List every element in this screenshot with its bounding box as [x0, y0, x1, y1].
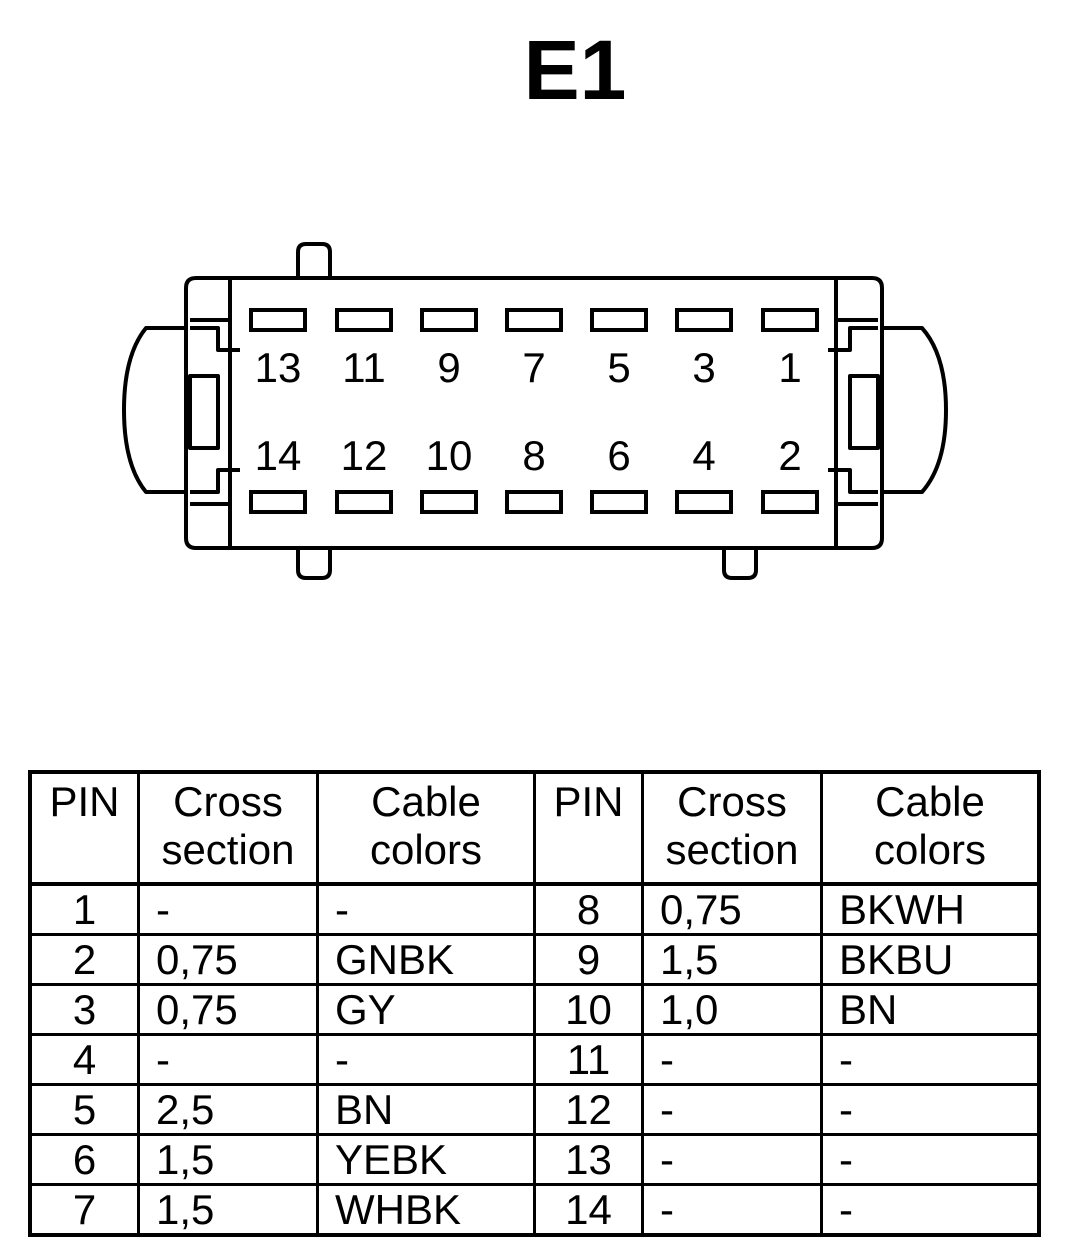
cable-color-cell: GNBK — [316, 933, 536, 986]
top-pin-labels: 13 11 9 7 5 3 1 — [255, 344, 802, 391]
pin-cell: 10 — [533, 983, 644, 1036]
header-pin: PIN — [533, 770, 644, 886]
pin-cell: 3 — [28, 983, 140, 1036]
contact-slot — [249, 308, 307, 332]
cross-section-cell: 2,5 — [137, 1083, 319, 1136]
cross-section-cell: 0,75 — [641, 882, 823, 936]
pin-cell: 11 — [533, 1033, 644, 1086]
pin-number-label: 5 — [607, 344, 630, 391]
connector-diagram: 13 11 9 7 5 3 1 14 12 10 8 6 4 2 — [122, 242, 948, 580]
cable-color-cell: - — [316, 1033, 536, 1086]
cable-color-cell: - — [820, 1183, 1041, 1237]
bottom-pin-labels: 14 12 10 8 6 4 2 — [255, 432, 802, 479]
contact-slot — [249, 490, 307, 514]
pin-cell: 7 — [28, 1183, 140, 1237]
pin-number-label: 11 — [342, 344, 386, 391]
contact-slot — [675, 308, 733, 332]
cross-section-cell: 0,75 — [137, 933, 319, 986]
pin-number-label: 6 — [607, 432, 630, 479]
pin-cell: 1 — [28, 882, 140, 936]
cable-color-cell: BKWH — [820, 882, 1041, 936]
header-pin: PIN — [28, 770, 140, 886]
right-latch — [882, 326, 948, 494]
contact-slot — [335, 490, 393, 514]
left-latch — [122, 326, 186, 494]
table-row: 4--11-- — [28, 1033, 1041, 1086]
cross-section-cell: 1,5 — [137, 1183, 319, 1237]
contact-slot — [761, 308, 819, 332]
bottom-key-right — [722, 548, 758, 580]
connector-frame — [184, 276, 230, 550]
pin-number-label: 4 — [692, 432, 715, 479]
cable-color-cell: BKBU — [820, 933, 1041, 986]
contact-slot — [420, 490, 478, 514]
pin-cell: 13 — [533, 1133, 644, 1186]
pin-number-label: 10 — [426, 432, 473, 479]
cable-color-cell: - — [316, 882, 536, 936]
pin-cell: 14 — [533, 1183, 644, 1237]
cable-color-cell: GY — [316, 983, 536, 1036]
pin-number-label: 3 — [692, 344, 715, 391]
pin-number-label: 12 — [341, 432, 388, 479]
pin-cell: 6 — [28, 1133, 140, 1186]
page-title: E1 — [523, 23, 627, 117]
pin-cell: 9 — [533, 933, 644, 986]
pin-cell: 5 — [28, 1083, 140, 1136]
cable-color-cell: WHBK — [316, 1183, 536, 1237]
connector-body — [228, 276, 838, 550]
contact-slot — [505, 308, 563, 332]
pin-number-label: 9 — [437, 344, 460, 391]
cross-section-cell: - — [641, 1183, 823, 1237]
pin-number-label: 13 — [255, 344, 302, 391]
pin-number-label: 7 — [522, 344, 545, 391]
cross-section-cell: - — [137, 882, 319, 936]
cross-section-cell: 0,75 — [137, 983, 319, 1036]
pin-cell: 4 — [28, 1033, 140, 1086]
pin-cell: 12 — [533, 1083, 644, 1136]
contact-slot — [590, 308, 648, 332]
cable-color-cell: BN — [820, 983, 1041, 1036]
cross-section-cell: - — [641, 1083, 823, 1136]
cross-section-cell: 1,5 — [137, 1133, 319, 1186]
cable-color-cell: - — [820, 1033, 1041, 1086]
cross-section-cell: - — [641, 1033, 823, 1086]
contact-slot — [420, 308, 478, 332]
cable-color-cell: BN — [316, 1083, 536, 1136]
cable-color-cell: YEBK — [316, 1133, 536, 1186]
pin-number-label: 2 — [778, 432, 801, 479]
cable-color-cell: - — [820, 1133, 1041, 1186]
top-key — [296, 242, 332, 278]
pin-cell: 2 — [28, 933, 140, 986]
cross-section-cell: - — [641, 1133, 823, 1186]
cross-section-cell: 1,5 — [641, 933, 823, 986]
top-contacts — [249, 308, 819, 332]
bottom-key-left — [296, 548, 332, 580]
pin-number-label: 8 — [522, 432, 545, 479]
pin-cell: 8 — [533, 882, 644, 936]
contact-slot — [505, 490, 563, 514]
bottom-contacts — [249, 490, 819, 514]
contact-slot — [590, 490, 648, 514]
cable-color-cell: - — [820, 1083, 1041, 1136]
cross-section-cell: - — [137, 1033, 319, 1086]
cross-section-cell: 1,0 — [641, 983, 823, 1036]
pin-number-label: 14 — [255, 432, 302, 479]
contact-slot — [335, 308, 393, 332]
contact-slot — [761, 490, 819, 514]
contact-slot — [675, 490, 733, 514]
pin-number-label: 1 — [778, 344, 801, 391]
